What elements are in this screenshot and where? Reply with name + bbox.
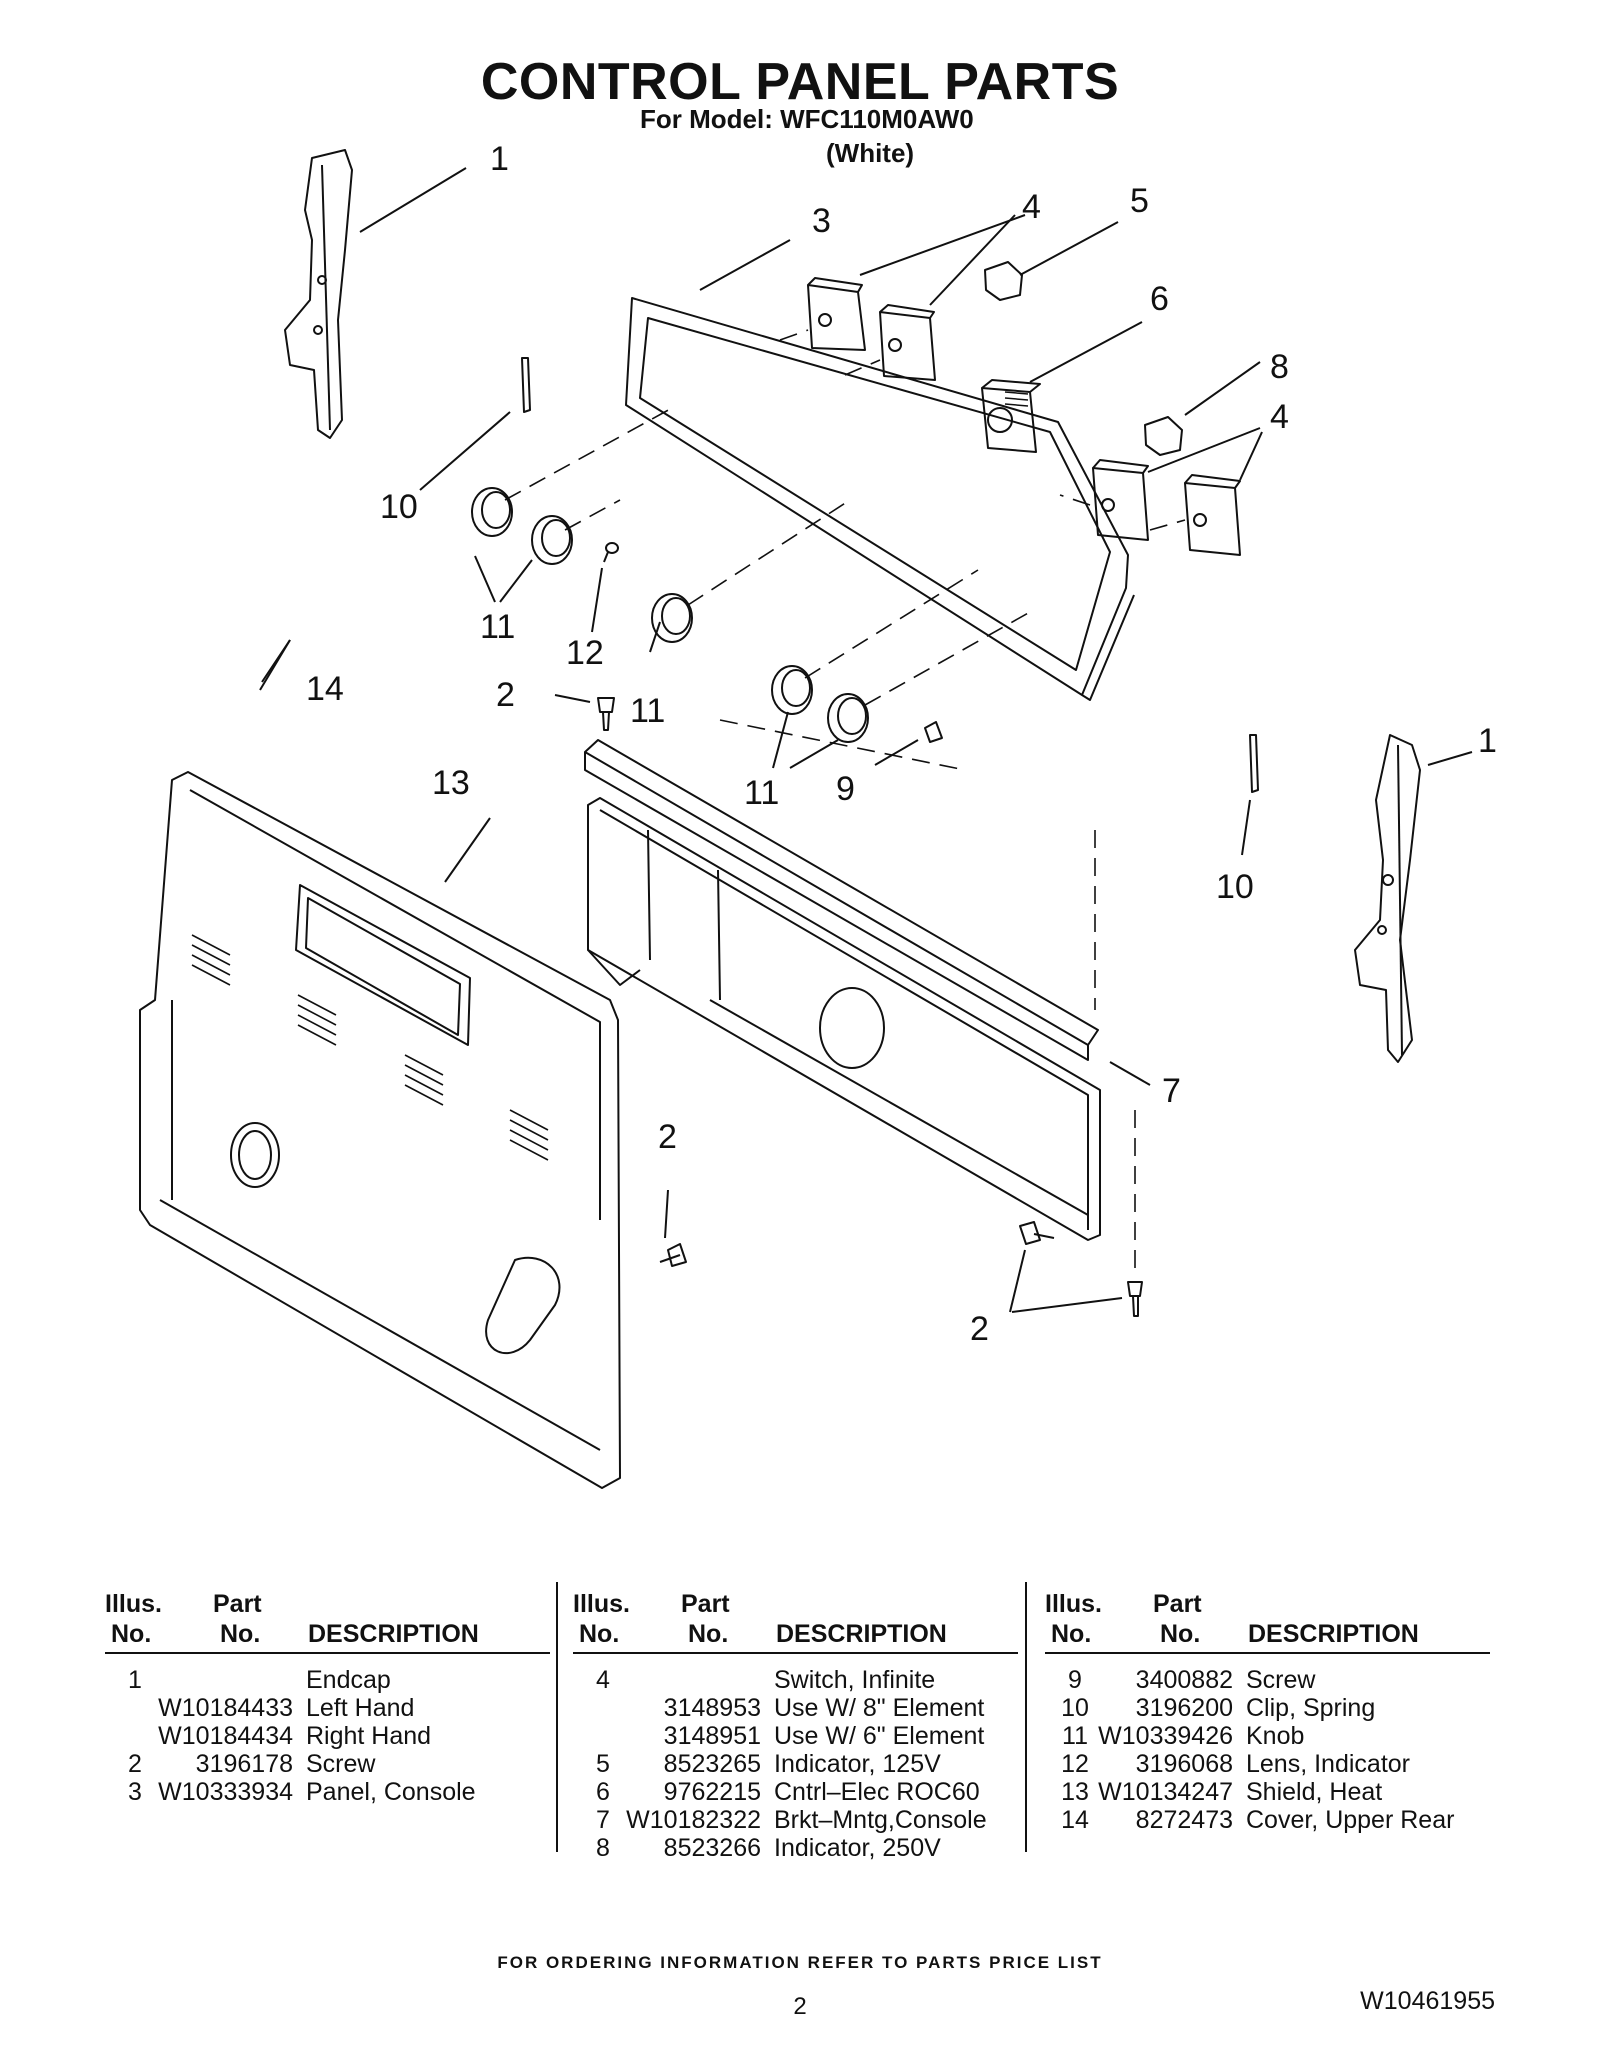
hdr-part: Part bbox=[213, 1590, 262, 1618]
switch-infinite-1 bbox=[807, 277, 866, 351]
callout-9: 9 bbox=[836, 770, 855, 808]
indicator-125v bbox=[984, 261, 1023, 301]
control-electronic bbox=[981, 379, 1041, 453]
callout-10-b: 10 bbox=[1216, 868, 1254, 906]
callout-7: 7 bbox=[1162, 1072, 1181, 1110]
screw-nine bbox=[924, 721, 943, 743]
screw-top bbox=[597, 697, 615, 731]
exploded-parts-diagram: 1 3 4 5 6 8 4 10 11 12 14 2 11 13 11 9 1… bbox=[139, 140, 1497, 1489]
model-color: (White) bbox=[826, 138, 915, 168]
switch-infinite-3 bbox=[1092, 459, 1149, 541]
table-divider-1 bbox=[556, 1582, 558, 1852]
knob-3 bbox=[651, 593, 693, 643]
indicator-250v bbox=[1144, 416, 1183, 456]
callout-11: 11 bbox=[480, 608, 515, 646]
console-bracket bbox=[584, 739, 1099, 1061]
hdr-desc: DESCRIPTION bbox=[308, 1620, 479, 1648]
callout-6: 6 bbox=[1150, 280, 1169, 318]
spring-clip-right bbox=[1249, 734, 1259, 793]
endcap-left bbox=[284, 149, 353, 439]
lens-indicator bbox=[603, 542, 619, 563]
callout-1-b: 1 bbox=[1478, 722, 1497, 760]
knob-1 bbox=[471, 487, 513, 537]
hdr-illus: Illus. bbox=[105, 1590, 162, 1618]
callout-5: 5 bbox=[1130, 182, 1149, 220]
callout-3: 3 bbox=[812, 202, 831, 240]
callout-2-b: 2 bbox=[658, 1118, 677, 1156]
upper-rear-cover bbox=[139, 771, 621, 1489]
spring-clip-left bbox=[521, 357, 531, 413]
document-number: W10461955 bbox=[1360, 1987, 1495, 2015]
switch-infinite-2 bbox=[879, 304, 936, 381]
callout-10: 10 bbox=[380, 488, 418, 526]
callout-1: 1 bbox=[490, 140, 509, 178]
model-number: For Model: WFC110M0AW0 bbox=[640, 104, 974, 134]
ordering-note: FOR ORDERING INFORMATION REFER TO PARTS … bbox=[497, 1953, 1103, 1972]
callout-8: 8 bbox=[1270, 348, 1289, 386]
table-divider-2 bbox=[1025, 1582, 1027, 1852]
switch-infinite-4 bbox=[1184, 474, 1241, 556]
callout-2: 2 bbox=[496, 676, 515, 714]
hdr-illus-no: No. bbox=[111, 1620, 152, 1648]
knob-2 bbox=[531, 515, 573, 565]
knob-4 bbox=[771, 665, 813, 715]
hdr-part-no: No. bbox=[220, 1620, 261, 1648]
knob-5 bbox=[827, 693, 869, 743]
endcap-right bbox=[1354, 734, 1421, 1063]
callout-2-c: 2 bbox=[970, 1310, 989, 1348]
console-panel bbox=[625, 297, 1135, 701]
screw-bottom-center bbox=[1019, 1221, 1055, 1245]
page-title: CONTROL PANEL PARTS bbox=[480, 53, 1120, 111]
callout-4: 4 bbox=[1022, 188, 1041, 226]
callout-11-c: 11 bbox=[744, 774, 779, 812]
callout-4-b: 4 bbox=[1270, 398, 1289, 436]
callout-14: 14 bbox=[306, 670, 344, 708]
page-number: 2 bbox=[793, 1993, 807, 2020]
callout-11-b: 11 bbox=[630, 692, 665, 730]
screw-bottom-right bbox=[1127, 1281, 1143, 1317]
callout-12: 12 bbox=[566, 634, 604, 672]
screw-bottom-left bbox=[659, 1243, 687, 1267]
heat-shield bbox=[587, 797, 1101, 1241]
callout-13: 13 bbox=[432, 764, 470, 802]
